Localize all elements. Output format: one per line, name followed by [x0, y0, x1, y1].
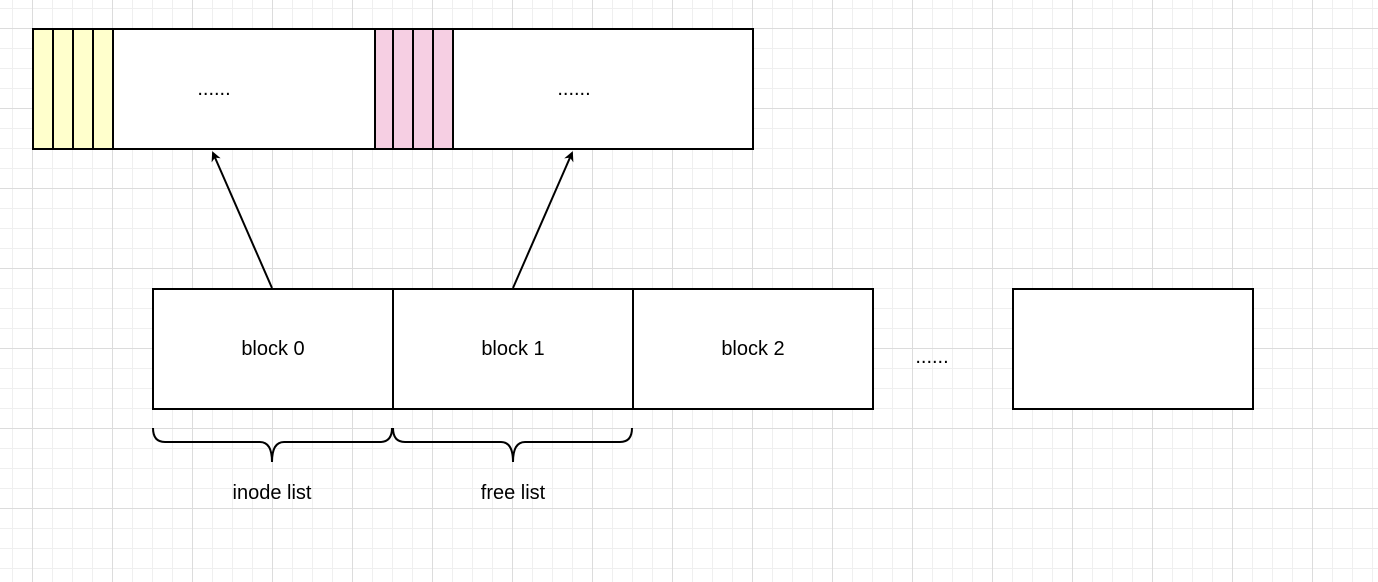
inode-cell	[74, 30, 94, 148]
block-0: block 0	[152, 288, 394, 410]
inode-cell	[34, 30, 54, 148]
block-1: block 1	[392, 288, 634, 410]
block-2-label: block 2	[721, 337, 785, 360]
inode-cell	[94, 30, 114, 148]
block-2: block 2	[632, 288, 874, 410]
free-cell	[394, 30, 414, 148]
inode-list-label: inode list	[232, 482, 312, 504]
arrow-block0-to-inode	[211, 151, 273, 289]
block-1-label: block 1	[481, 337, 545, 360]
free-brace	[392, 427, 633, 463]
block-0-label: block 0	[241, 337, 305, 360]
free-cell	[414, 30, 434, 148]
top-right-ellipsis: ......	[557, 78, 591, 100]
top-left-ellipsis: ......	[197, 78, 231, 100]
block-last	[1012, 288, 1254, 410]
inode-brace	[152, 427, 393, 463]
blocks-gap-ellipsis: ......	[915, 346, 949, 368]
free-cell	[434, 30, 454, 148]
arrow-block1-to-free	[512, 151, 574, 289]
inode-cell	[54, 30, 74, 148]
free-list-label: free list	[480, 482, 546, 504]
array-divider	[374, 30, 394, 148]
top-array: ...... ......	[32, 28, 754, 150]
